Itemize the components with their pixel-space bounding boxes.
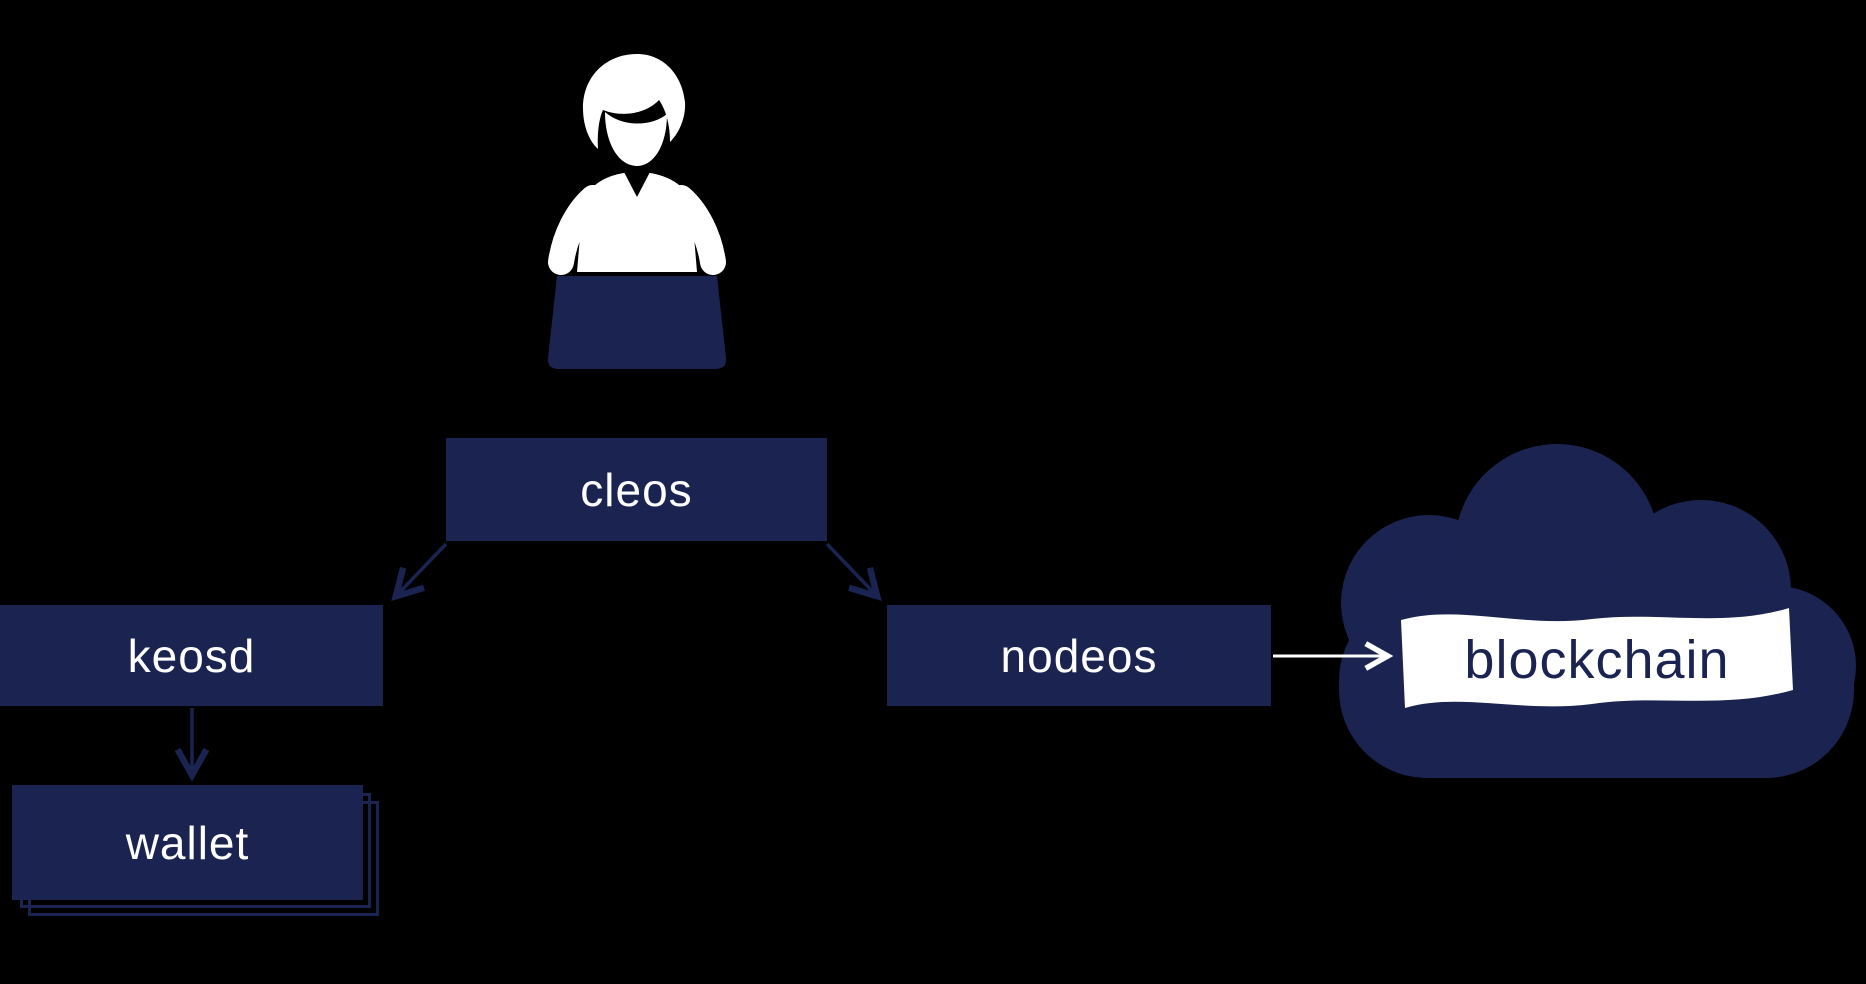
node-keosd: keosd <box>0 605 383 706</box>
node-blockchain-label: blockchain <box>1464 630 1729 690</box>
cloud-icon: blockchain <box>1339 444 1856 778</box>
node-wallet-label: wallet <box>125 816 250 869</box>
person-left-arm <box>548 185 606 275</box>
person-face <box>605 112 667 166</box>
arrow-cleos-to-nodeos <box>825 542 875 594</box>
person-torso <box>577 172 697 272</box>
blockchain-cloud: blockchain <box>1309 438 1862 785</box>
node-keosd-label: keosd <box>127 629 256 682</box>
user-at-laptop-icon <box>527 48 747 373</box>
arrow-cleos-to-keosd <box>398 542 448 594</box>
node-cleos-label: cleos <box>580 463 693 516</box>
person-right-arm <box>668 185 726 275</box>
user-at-laptop-graphic <box>547 54 727 369</box>
person-hair <box>582 54 686 149</box>
node-wallet: wallet <box>12 785 363 900</box>
node-cleos: cleos <box>446 438 827 541</box>
node-nodeos-label: nodeos <box>1000 629 1158 682</box>
laptop-icon <box>547 276 727 369</box>
node-nodeos: nodeos <box>887 605 1271 706</box>
banner-ribbon <box>1401 608 1793 708</box>
person-collar <box>624 172 650 197</box>
